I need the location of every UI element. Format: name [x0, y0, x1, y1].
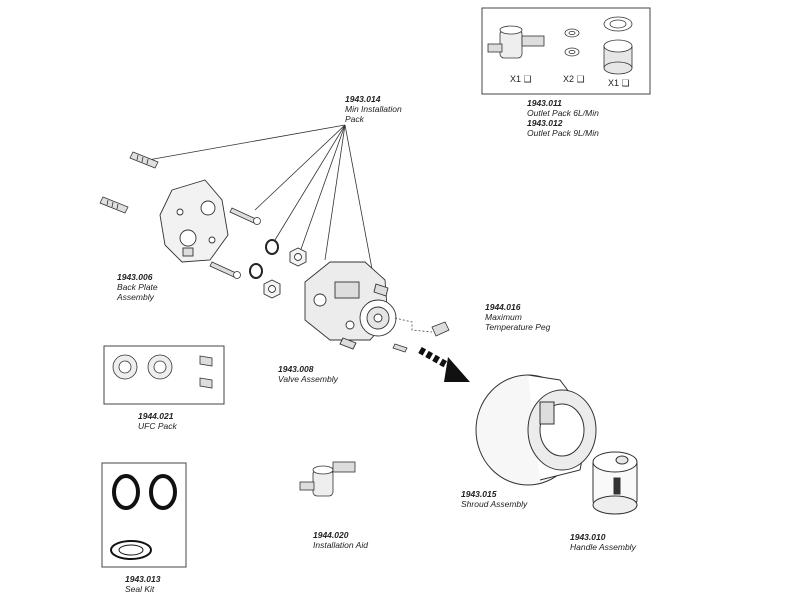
outlet-ring-icon [603, 16, 633, 75]
screw-upper [229, 207, 261, 225]
outlet-pack-box [481, 7, 651, 95]
min-install-leader-lines [147, 124, 376, 286]
seal-kit-line-1: Seal Kit [125, 584, 155, 594]
max-temp-label: 1944.016 Maximum Temperature Peg [485, 302, 550, 332]
ufc-line-1: UFC Pack [138, 421, 177, 431]
valve-assembly [304, 261, 397, 350]
outlet-6-code: 1943.011 [527, 98, 562, 108]
valve-label: 1943.008 Valve Assembly [278, 364, 338, 384]
max-temp-code: 1944.016 [485, 302, 521, 312]
back-plate-line-1: Back Plate [117, 282, 158, 292]
wall-plug-upper [129, 151, 159, 169]
shroud-assembly [475, 374, 597, 486]
o-ring-lower [249, 263, 263, 279]
outlet-washer-icon [564, 28, 580, 57]
outlet-qty-2: X2 ❑ [563, 74, 585, 84]
install-aid-code: 1944.020 [313, 530, 349, 540]
max-temp-line-1: Maximum [485, 312, 522, 322]
temperature-peg [431, 321, 450, 337]
seal-ring-icon [110, 474, 177, 560]
assembly-direction-arrow [418, 346, 470, 382]
outlet-fitting-icon [487, 25, 545, 59]
shroud-line-1: Shroud Assembly [461, 499, 528, 509]
outlet-qty-3: X1 ❑ [608, 78, 630, 88]
screw-lower [209, 261, 241, 279]
outlet-9-text: Outlet Pack 9L/Min [527, 128, 599, 138]
o-ring-upper [265, 239, 279, 255]
valve-line-1: Valve Assembly [278, 374, 338, 384]
handle-assembly [592, 451, 638, 515]
shroud-label: 1943.015 Shroud Assembly [461, 489, 527, 509]
ufc-cartridge-icon [112, 354, 213, 389]
min-install-code: 1943.014 [345, 94, 381, 104]
handle-label: 1943.010 Handle Assembly [570, 532, 636, 552]
shroud-code: 1943.015 [461, 489, 497, 499]
max-temp-line-2: Temperature Peg [485, 322, 551, 332]
ufc-label: 1944.021 UFC Pack [138, 411, 177, 431]
outlet-9-code: 1943.012 [527, 118, 563, 128]
nut-lower [263, 279, 281, 299]
seal-kit-label: 1943.013 Seal Kit [125, 574, 160, 594]
installation-aid [299, 461, 356, 497]
seal-kit-code: 1943.013 [125, 574, 161, 584]
back-plate-label: 1943.006 Back Plate Assembly [117, 272, 158, 302]
valve-code: 1943.008 [278, 364, 314, 374]
back-plate-assembly [159, 179, 229, 263]
handle-code: 1943.010 [570, 532, 606, 542]
outlet-pack-label: 1943.011 Outlet Pack 6L/Min 1943.012 Out… [527, 98, 599, 138]
back-plate-code: 1943.006 [117, 272, 153, 282]
wall-plug-lower [99, 196, 129, 214]
back-plate-line-2: Assembly [117, 292, 154, 302]
min-install-label: 1943.014 Min Installation Pack [345, 94, 402, 124]
outlet-qty-1: X1 ❑ [510, 74, 532, 84]
ufc-code: 1944.021 [138, 411, 174, 421]
handle-line-1: Handle Assembly [570, 542, 636, 552]
nut-upper [289, 247, 307, 267]
outlet-6-text: Outlet Pack 6L/Min [527, 108, 599, 118]
seal-kit-box [101, 462, 187, 568]
peg-guide-dotted [394, 317, 433, 333]
install-aid-label: 1944.020 Installation Aid [313, 530, 368, 550]
small-screw [392, 343, 408, 353]
ufc-pack-box [103, 345, 225, 405]
min-install-line-2: Pack [345, 114, 364, 124]
install-aid-line-1: Installation Aid [313, 540, 368, 550]
min-install-line-1: Min Installation [345, 104, 402, 114]
